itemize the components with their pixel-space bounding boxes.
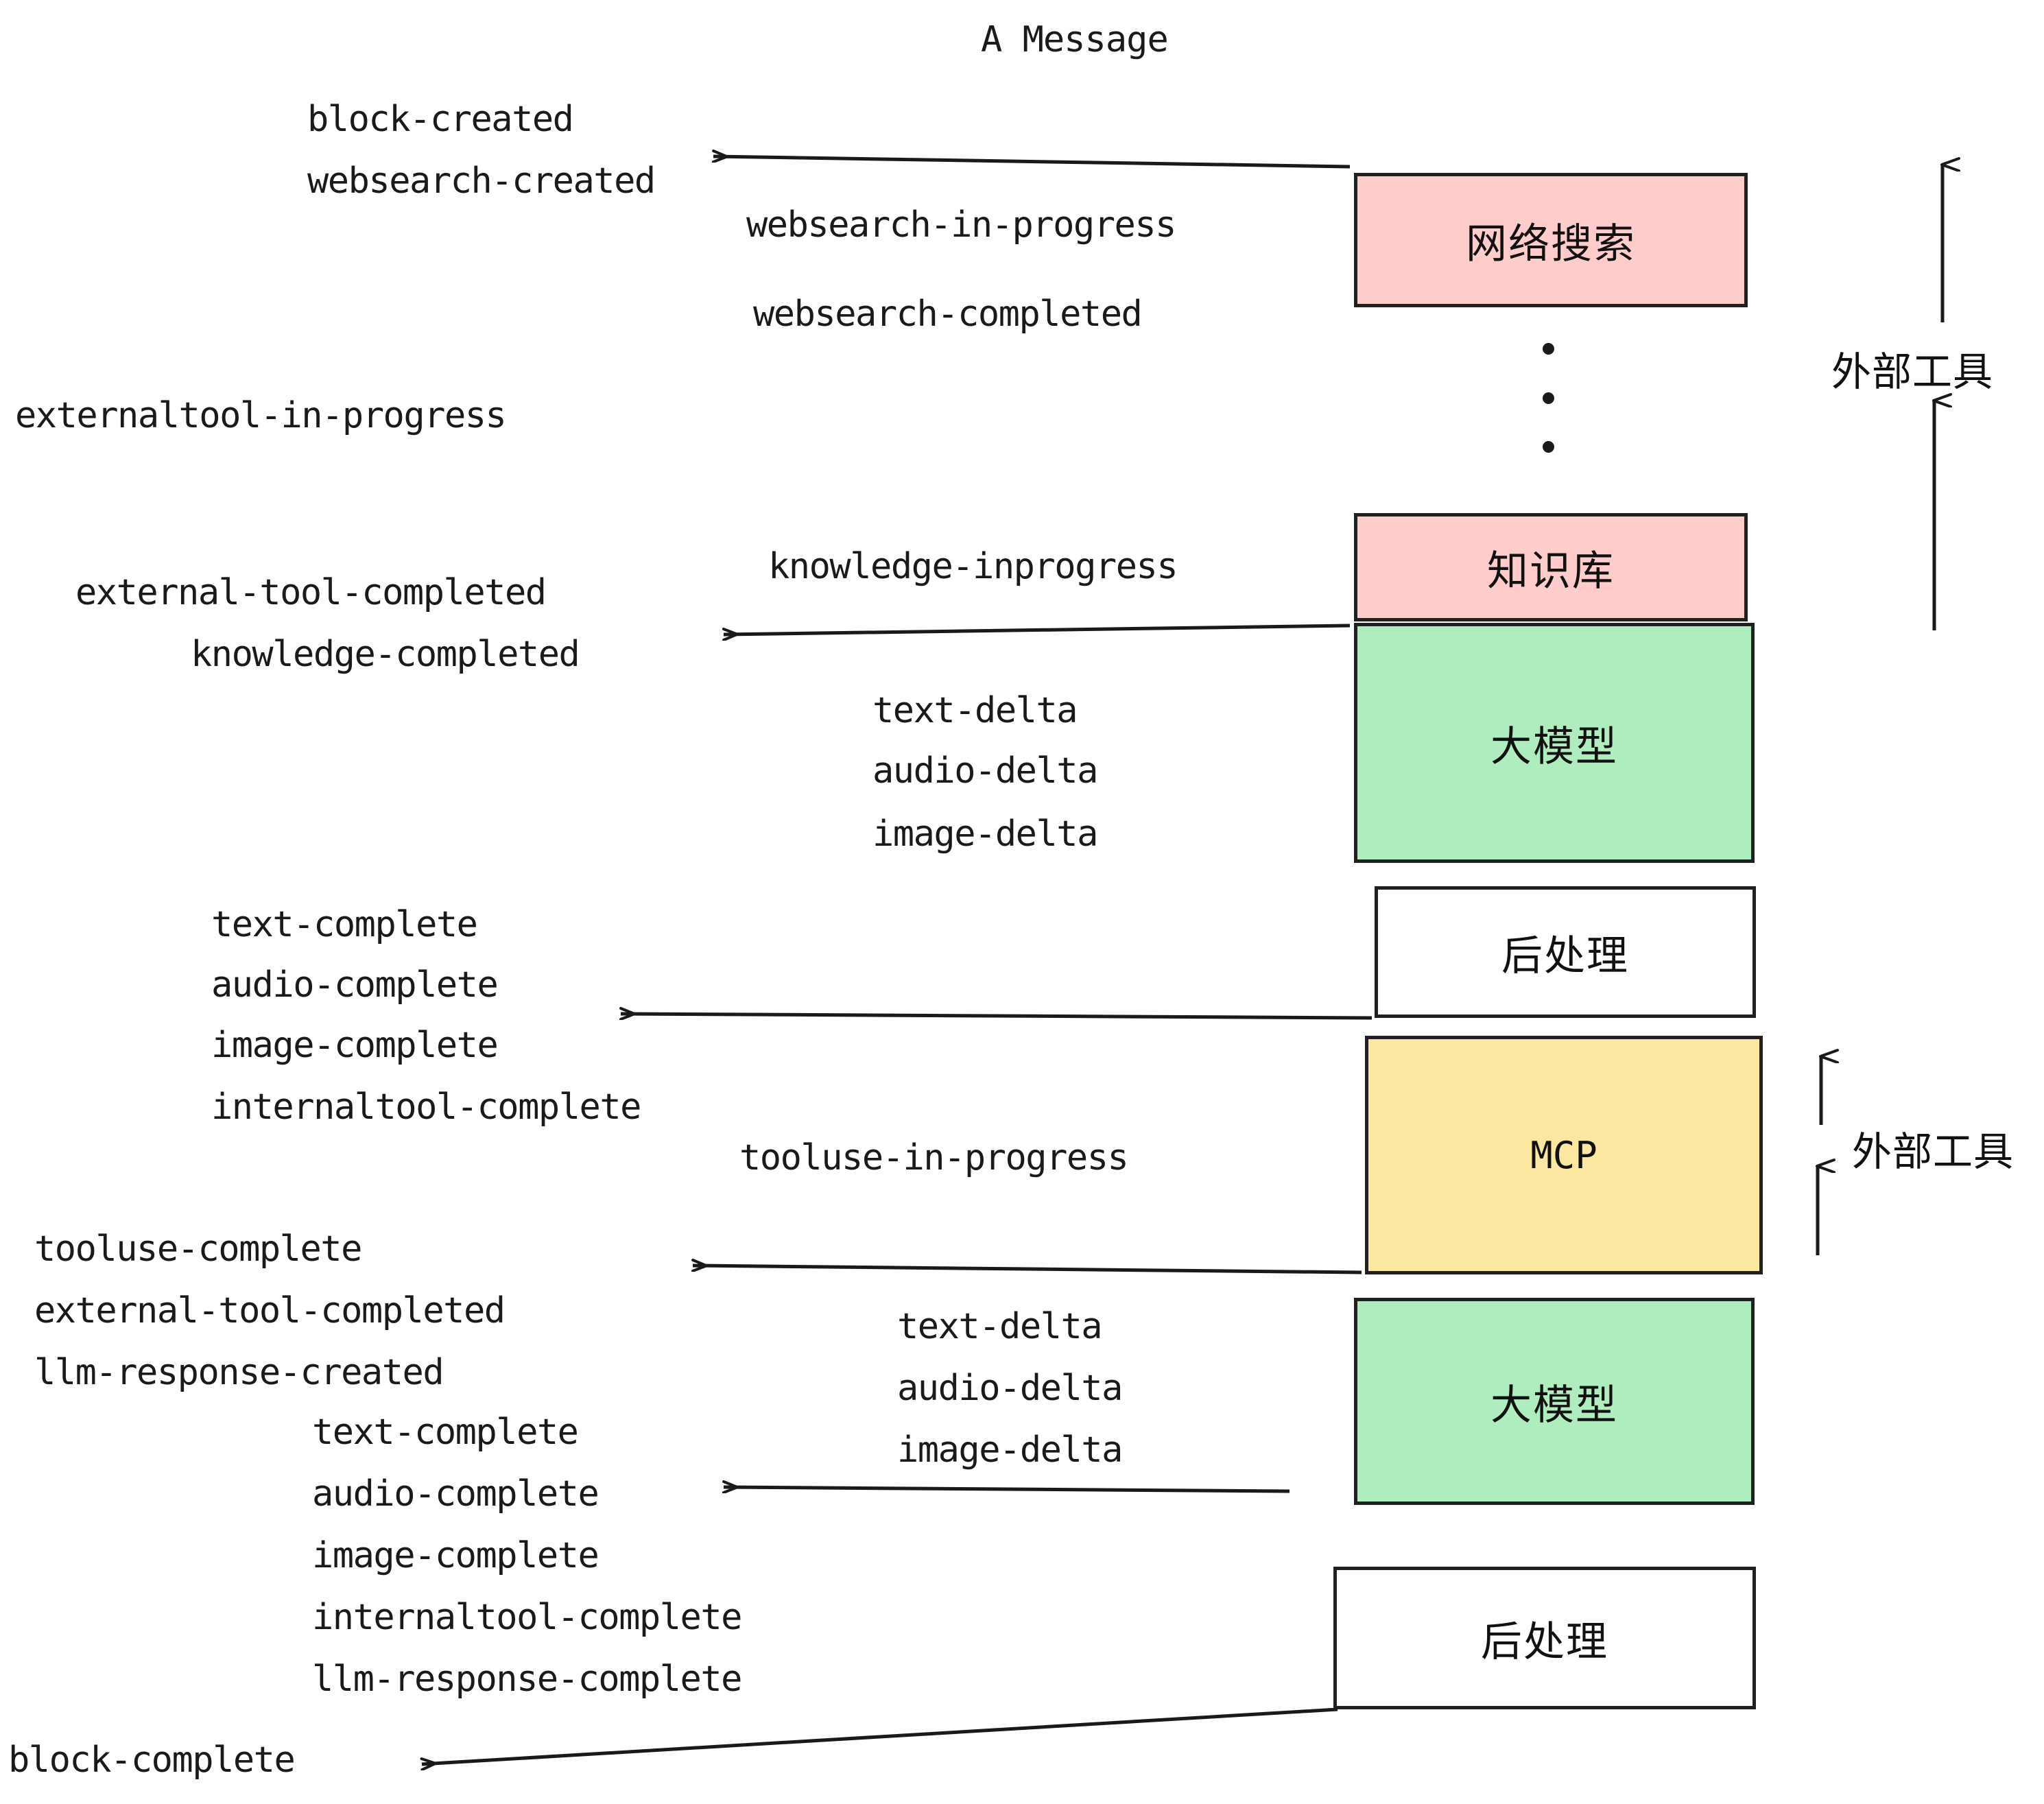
external-tools-span-bottom xyxy=(1818,1056,1821,1255)
event-image-delta-2: image-delta xyxy=(897,1429,1123,1471)
node-postprocess-1[interactable]: 后处理 xyxy=(1375,886,1756,1018)
node-llm-1[interactable]: 大模型 xyxy=(1354,623,1755,863)
event-llm-response-created: llm-response-created xyxy=(34,1352,444,1393)
node-llm-2-label: 大模型 xyxy=(1490,1381,1618,1429)
event-image-delta-1: image-delta xyxy=(872,814,1098,855)
external-tools-span-top xyxy=(1934,165,1942,630)
node-websearch-label: 网络搜索 xyxy=(1466,219,1636,268)
event-websearch-in-progress: websearch-in-progress xyxy=(746,204,1176,246)
event-audio-complete-1: audio-complete xyxy=(211,964,499,1006)
event-audio-delta-1: audio-delta xyxy=(872,750,1098,792)
node-mcp-label: MCP xyxy=(1530,1133,1597,1177)
side-label-top-text: 外部工具 xyxy=(1831,348,1994,395)
event-block-complete: block-complete xyxy=(8,1740,296,1781)
event-external-tool-completed-2: external-tool-completed xyxy=(34,1290,506,1331)
node-llm-1-label: 大模型 xyxy=(1490,722,1618,771)
event-tooluse-complete: tooluse-complete xyxy=(34,1229,362,1270)
event-audio-delta-2: audio-delta xyxy=(897,1368,1123,1409)
event-tooluse-in-progress: tooluse-in-progress xyxy=(739,1137,1129,1178)
event-block-created: block-created xyxy=(307,99,574,140)
node-knowledge-label: 知识库 xyxy=(1487,547,1615,595)
event-websearch-created: websearch-created xyxy=(307,161,656,202)
event-text-complete-2: text-complete xyxy=(312,1412,579,1453)
event-knowledge-completed: knowledge-completed xyxy=(191,634,580,675)
event-internaltool-complete-1: internaltool-complete xyxy=(211,1087,641,1128)
event-text-complete-1: text-complete xyxy=(211,904,478,945)
event-audio-complete-2: audio-complete xyxy=(312,1473,599,1515)
side-label-external-tools-top: 外部工具 xyxy=(1831,340,1993,397)
arrow-llm2-to-audio-complete xyxy=(724,1487,1290,1491)
node-postprocess-2[interactable]: 后处理 xyxy=(1333,1567,1756,1709)
event-image-complete-1: image-complete xyxy=(211,1025,499,1066)
event-externaltool-in-progress: externaltool-in-progress xyxy=(15,395,507,436)
arrow-postprocess1-to-image-complete xyxy=(621,1014,1372,1018)
arrow-knowledge-to-knowledge-completed xyxy=(724,624,1351,634)
event-websearch-completed: websearch-completed xyxy=(753,294,1143,335)
node-websearch[interactable]: 网络搜索 xyxy=(1354,173,1748,307)
arrow-websearch-to-block-created xyxy=(713,156,1351,169)
side-label-bottom-text: 外部工具 xyxy=(1852,1128,2015,1175)
event-text-delta-2: text-delta xyxy=(897,1306,1103,1347)
page-title: A Message xyxy=(981,19,1169,60)
arrow-mcp-to-tooluse-complete xyxy=(693,1266,1362,1274)
node-mcp[interactable]: MCP xyxy=(1365,1036,1763,1274)
node-llm-2[interactable]: 大模型 xyxy=(1354,1298,1755,1505)
arrow-postprocess2-to-block-complete xyxy=(422,1707,1338,1764)
event-knowledge-inprogress: knowledge-inprogress xyxy=(768,546,1178,587)
event-internaltool-complete-2: internaltool-complete xyxy=(312,1597,742,1638)
event-external-tool-completed-1: external-tool-completed xyxy=(75,572,547,613)
event-image-complete-2: image-complete xyxy=(312,1535,599,1576)
event-text-delta-1: text-delta xyxy=(872,690,1078,731)
node-postprocess-2-label: 后处理 xyxy=(1481,1617,1608,1666)
vertical-ellipsis-icon xyxy=(1541,343,1555,453)
event-llm-response-complete: llm-response-complete xyxy=(312,1659,742,1700)
node-knowledge[interactable]: 知识库 xyxy=(1354,513,1748,621)
node-postprocess-1-label: 后处理 xyxy=(1501,931,1629,980)
side-label-external-tools-bottom: 外部工具 xyxy=(1852,1119,2014,1177)
